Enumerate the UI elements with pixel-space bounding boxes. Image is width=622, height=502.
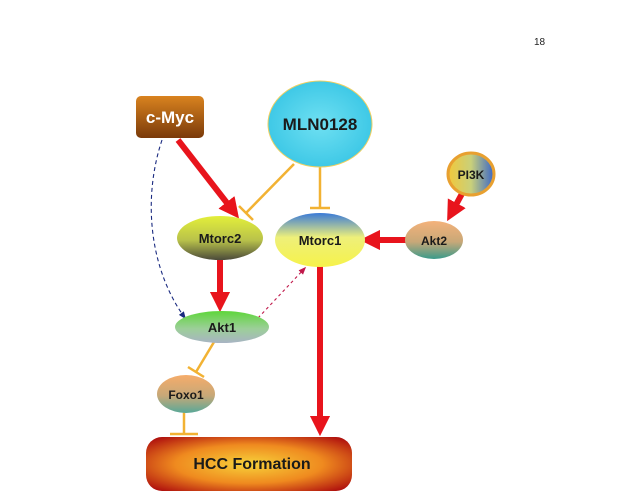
edge-foxo1-inhibits-hcc — [170, 412, 198, 436]
node-mtorc1: Mtorc1 — [275, 213, 365, 267]
edge-cmyc-to-mtorc2 — [175, 138, 240, 219]
node-mtorc1-label: Mtorc1 — [299, 233, 342, 248]
node-akt1: Akt1 — [175, 311, 269, 343]
node-mtorc2: Mtorc2 — [177, 216, 263, 260]
node-cmyc-label: c-Myc — [146, 108, 194, 127]
edge-cmyc-to-akt1-dashed — [150, 139, 186, 320]
node-mln0128: MLN0128 — [267, 80, 373, 168]
edge-mln0128-inhibits-mtorc1 — [310, 166, 330, 210]
node-akt1-label: Akt1 — [208, 320, 236, 335]
node-akt2: Akt2 — [405, 221, 463, 259]
edge-akt1-inhibits-foxo1 — [187, 341, 216, 379]
node-foxo1: Foxo1 — [157, 375, 215, 413]
node-pi3k-label: PI3K — [458, 168, 485, 182]
node-hcc-formation-label: HCC Formation — [193, 456, 310, 473]
node-hcc-formation: HCC Formation — [146, 437, 352, 491]
node-mtorc2-label: Mtorc2 — [199, 231, 242, 246]
edge-mln0128-inhibits-mtorc2 — [238, 163, 295, 221]
node-mln0128-label: MLN0128 — [283, 115, 358, 134]
node-foxo1-label: Foxo1 — [168, 388, 204, 402]
node-akt2-label: Akt2 — [421, 234, 447, 248]
edge-akt1-to-mtorc1-dashed — [257, 266, 307, 319]
page-number: 18 — [534, 37, 546, 48]
node-cmyc: c-Myc — [136, 96, 204, 138]
node-pi3k: PI3K — [446, 151, 496, 197]
